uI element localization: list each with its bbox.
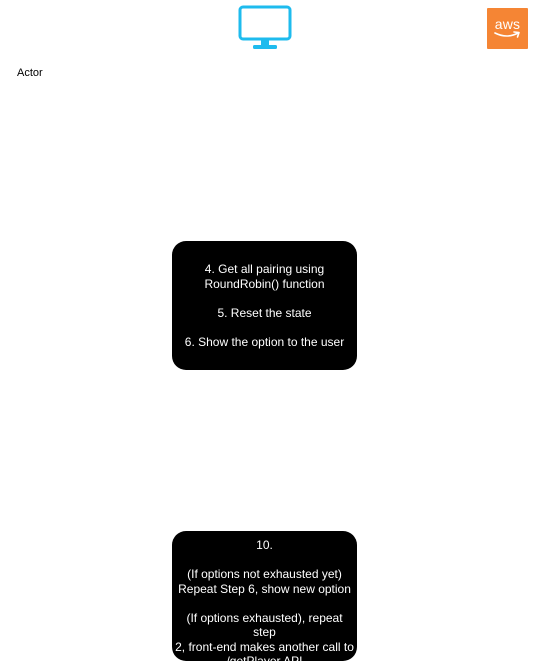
- monitor-icon: [238, 5, 292, 49]
- step-box-1-spacer: [174, 291, 355, 306]
- step-box-2-spacer: [174, 596, 355, 611]
- aws-smile-arrow: [494, 31, 520, 38]
- step-box-2-line: /getPlayer API: [226, 654, 303, 668]
- step-box-repeat: 10. (If options not exhausted yet) Repea…: [172, 531, 357, 668]
- step-box-1-line: RoundRobin() function: [204, 276, 325, 291]
- step-box-2-line: Repeat Step 6, show new option: [178, 581, 351, 596]
- step-box-2-line: (If options not exhausted yet): [187, 567, 342, 581]
- step-box-1-spacer: [174, 320, 355, 335]
- aws-icon: aws: [487, 8, 528, 49]
- step-box-pairing: 4. Get all pairing using RoundRobin() fu…: [172, 241, 357, 370]
- step-box-2-line: 2, front-end makes another call to: [175, 639, 354, 654]
- step-box-2-line: (If options exhausted), repeat step: [186, 610, 343, 640]
- step-box-1-line: 4. Get all pairing using: [204, 262, 325, 276]
- step-box-2-line: 10.: [256, 538, 273, 552]
- aws-logo-text: aws: [494, 16, 521, 32]
- actor-label: Actor: [17, 67, 43, 79]
- step-box-1-line: 6. Show the option to the user: [184, 334, 345, 349]
- step-box-2-spacer: [174, 553, 355, 568]
- step-box-1-line: 5. Reset the state: [217, 305, 312, 320]
